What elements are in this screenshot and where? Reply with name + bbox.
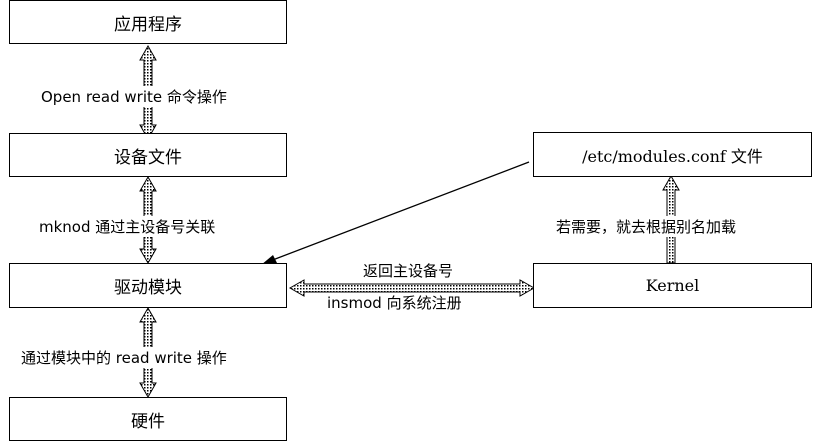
- node-modules-conf-label: /etc/modules.conf 文件: [582, 146, 763, 166]
- node-hardware-label: 硬件: [131, 411, 165, 432]
- edge-label-kernel-to-driver: 返回主设备号: [363, 262, 454, 280]
- double-arrow-driver-kernel: [288, 279, 536, 297]
- node-app: 应用程序: [9, 0, 287, 44]
- edge-label-driver-to-kernel: insmod 向系统注册: [327, 294, 462, 312]
- arrow-conf-to-driver: [261, 161, 530, 265]
- node-app-label: 应用程序: [114, 14, 182, 35]
- edge-label-kernel-conf: 若需要，就去根据别名加载: [555, 216, 738, 237]
- node-kernel: Kernel: [533, 263, 812, 308]
- node-device-file: 设备文件: [9, 133, 287, 177]
- node-hardware: 硬件: [9, 397, 287, 441]
- edge-label-driver-hardware: 通过模块中的 read write 操作: [20, 347, 228, 368]
- node-kernel-label: Kernel: [645, 276, 700, 295]
- edge-label-app-device: Open read write 命令操作: [40, 86, 228, 107]
- node-driver-module-label: 驱动模块: [114, 278, 182, 298]
- node-modules-conf: /etc/modules.conf 文件: [533, 132, 812, 177]
- node-device-file-label: 设备文件: [114, 147, 182, 168]
- edge-label-device-driver: mknod 通过主设备号关联: [38, 216, 217, 237]
- node-driver-module: 驱动模块: [9, 263, 287, 308]
